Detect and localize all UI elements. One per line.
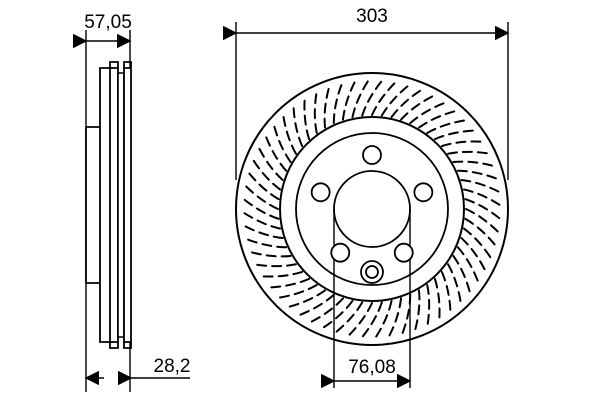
- side-section-view: 57,05 28,2: [73, 12, 191, 392]
- pilot-hole: [360, 260, 384, 284]
- dimension-outer-diameter: 303: [223, 6, 510, 41]
- cooling-vanes: [239, 76, 505, 342]
- rotor-outboard-plate: [123, 67, 132, 343]
- lug-holes: [310, 145, 434, 263]
- front-extension-lines-bore: [333, 209, 411, 388]
- lug-hole: [393, 242, 414, 263]
- lug-hole: [413, 182, 434, 203]
- center-bore: [333, 170, 411, 248]
- lug-hole: [362, 145, 382, 165]
- dimension-center-bore: 76,08: [321, 357, 412, 389]
- front-extension-lines-width: [235, 22, 509, 180]
- dimension-thickness-rotor: 28,2: [84, 356, 191, 386]
- dimension-thickness-total: 57,05: [73, 12, 132, 49]
- front-view: 303 76,08: [223, 6, 510, 389]
- lug-hole: [310, 182, 331, 203]
- dimension-thickness-rotor-label: 28,2: [154, 356, 191, 377]
- dimension-center-bore-label: 76,08: [348, 357, 396, 378]
- lug-hole: [330, 242, 351, 263]
- rotor-edge-detail: [109, 61, 132, 349]
- rotor-inboard-plate: [109, 67, 119, 343]
- dimension-thickness-total-label: 57,05: [84, 12, 132, 33]
- dimension-outer-diameter-label: 303: [356, 6, 388, 27]
